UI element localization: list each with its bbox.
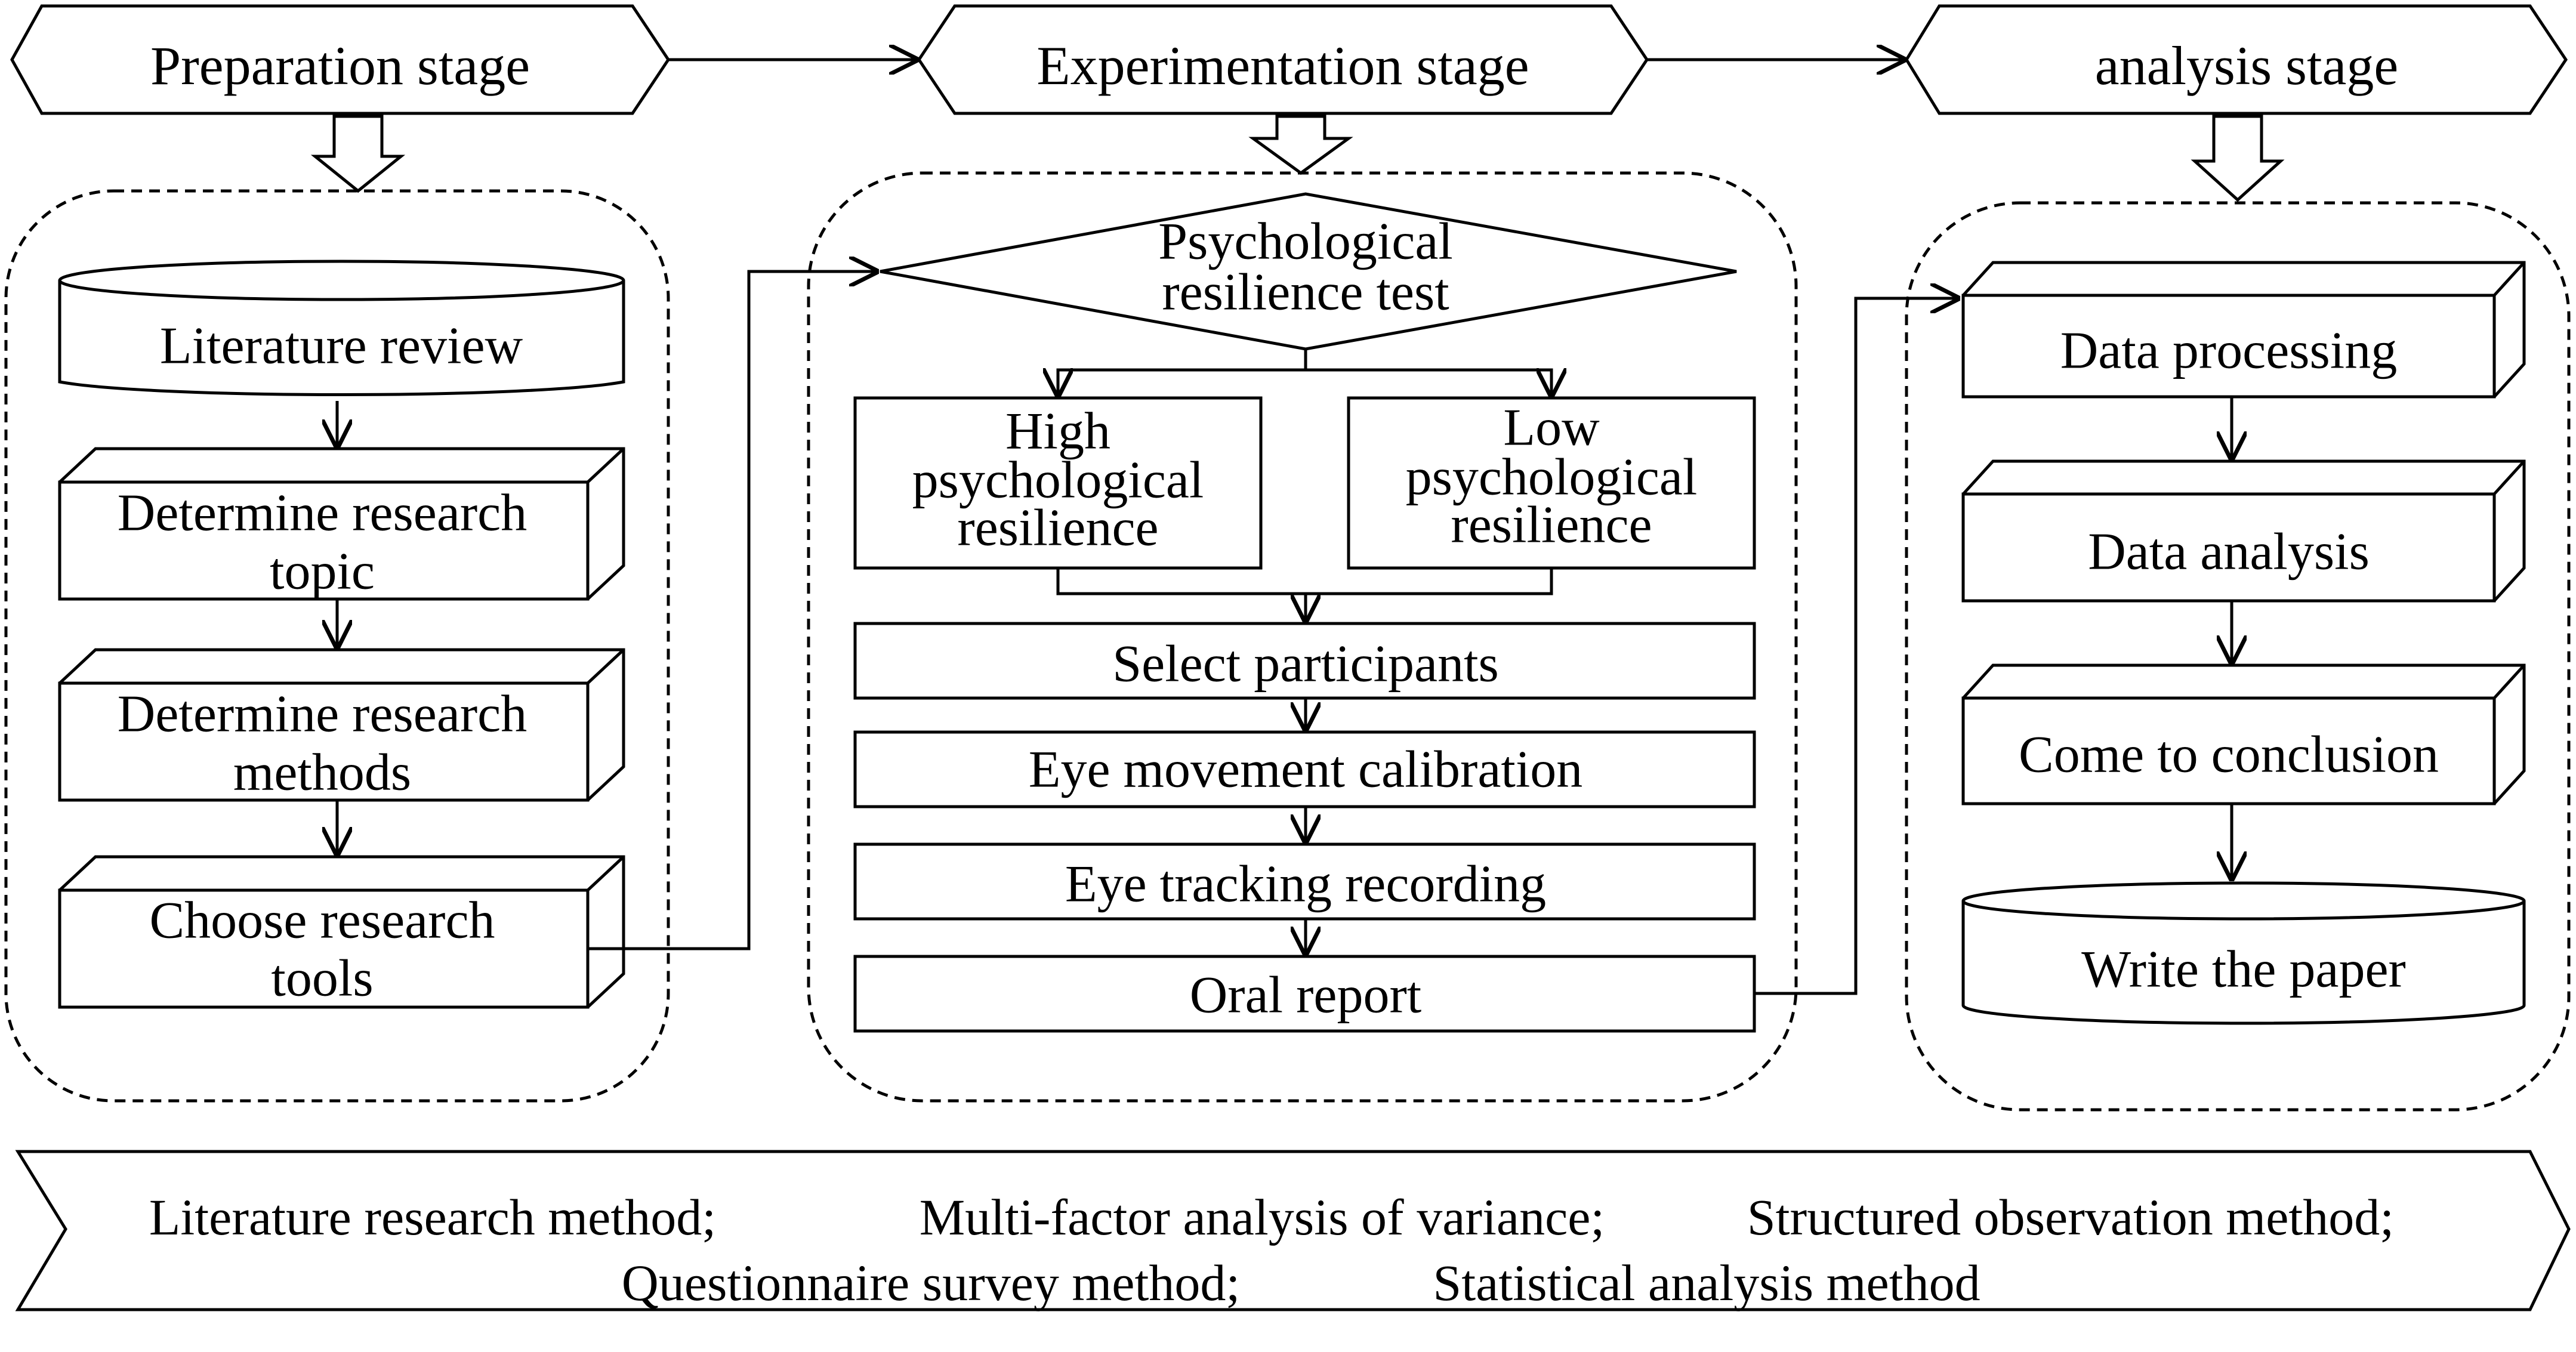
stage-label-experimentation: Experimentation stage [1036, 35, 1529, 96]
determine-methods-label-2: methods [233, 744, 411, 802]
determine-methods-box [58, 648, 625, 802]
stage-label-preparation: Preparation stage [150, 35, 530, 96]
resilience-test-label-1: Psychological [1158, 213, 1453, 271]
literature-review-label: Literature review [160, 317, 523, 375]
oral-report-box [853, 955, 1756, 1033]
down-arrow-experimentation [1248, 115, 1353, 175]
method-statistical-analysis: Statistical analysis method [1433, 1254, 1980, 1311]
analysis-group [1905, 201, 2571, 1112]
method-questionnaire-survey: Questionnaire survey method; [622, 1254, 1241, 1311]
choose-tools-label-2: tools [271, 950, 373, 1008]
choose-tools-label-1: Choose research [149, 892, 495, 950]
literature-review-cylinder [58, 260, 625, 397]
high-resilience-label-3: resilience [957, 499, 1158, 557]
resilience-test-diamond [880, 192, 1737, 351]
resilience-test-label-2: resilience test [1162, 264, 1449, 322]
oral-report-label: Oral report [1190, 967, 1421, 1024]
low-resilience-label-2: psychological [1406, 449, 1698, 507]
conclusion-label: Come to conclusion [2019, 726, 2439, 784]
low-resilience-box [1347, 396, 1756, 570]
determine-topic-box [58, 447, 625, 601]
high-resilience-label-1: High [1005, 403, 1110, 461]
stage-label-analysis: analysis stage [2095, 35, 2398, 96]
high-resilience-label-2: psychological [912, 452, 1204, 510]
data-analysis-label: Data analysis [2088, 523, 2370, 581]
experimentation-group [807, 171, 1798, 1103]
preparation-group [4, 189, 670, 1103]
low-resilience-label-3: resilience [1451, 496, 1652, 554]
select-participants-box [853, 622, 1756, 700]
data-processing-box [1961, 261, 2526, 399]
choose-tools-box [58, 855, 625, 1009]
data-processing-label: Data processing [2060, 322, 2397, 380]
determine-methods-label-1: Determine research [118, 686, 527, 743]
low-resilience-label-1: Low [1503, 399, 1600, 457]
high-resilience-box [853, 396, 1263, 570]
stage-header-analysis [1905, 4, 2568, 115]
conclusion-box [1961, 663, 2526, 805]
select-participants-label: Select participants [1112, 635, 1499, 693]
down-arrow-analysis [2191, 115, 2285, 202]
arrow-tools-to-test [588, 271, 876, 950]
data-analysis-box [1961, 459, 2526, 603]
methods-banner [15, 1150, 2571, 1311]
method-literature-research: Literature research method; [149, 1189, 716, 1246]
method-structured-observation: Structured observation method; [1747, 1189, 2394, 1246]
arrow-report-to-processing [1754, 298, 1957, 995]
method-multi-factor-anova: Multi-factor analysis of variance; [920, 1189, 1605, 1246]
stage-header-experimentation [917, 4, 1649, 115]
down-arrow-preparation [310, 115, 406, 193]
calibration-box [853, 730, 1756, 808]
write-paper-label: Write the paper [2081, 941, 2406, 999]
calibration-label: Eye movement calibration [1029, 741, 1583, 799]
write-paper-cylinder [1961, 881, 2526, 1025]
recording-label: Eye tracking recording [1065, 856, 1546, 913]
determine-topic-label-2: topic [270, 543, 375, 601]
determine-topic-label-1: Determine research [118, 484, 527, 542]
stage-header-preparation [10, 4, 671, 115]
